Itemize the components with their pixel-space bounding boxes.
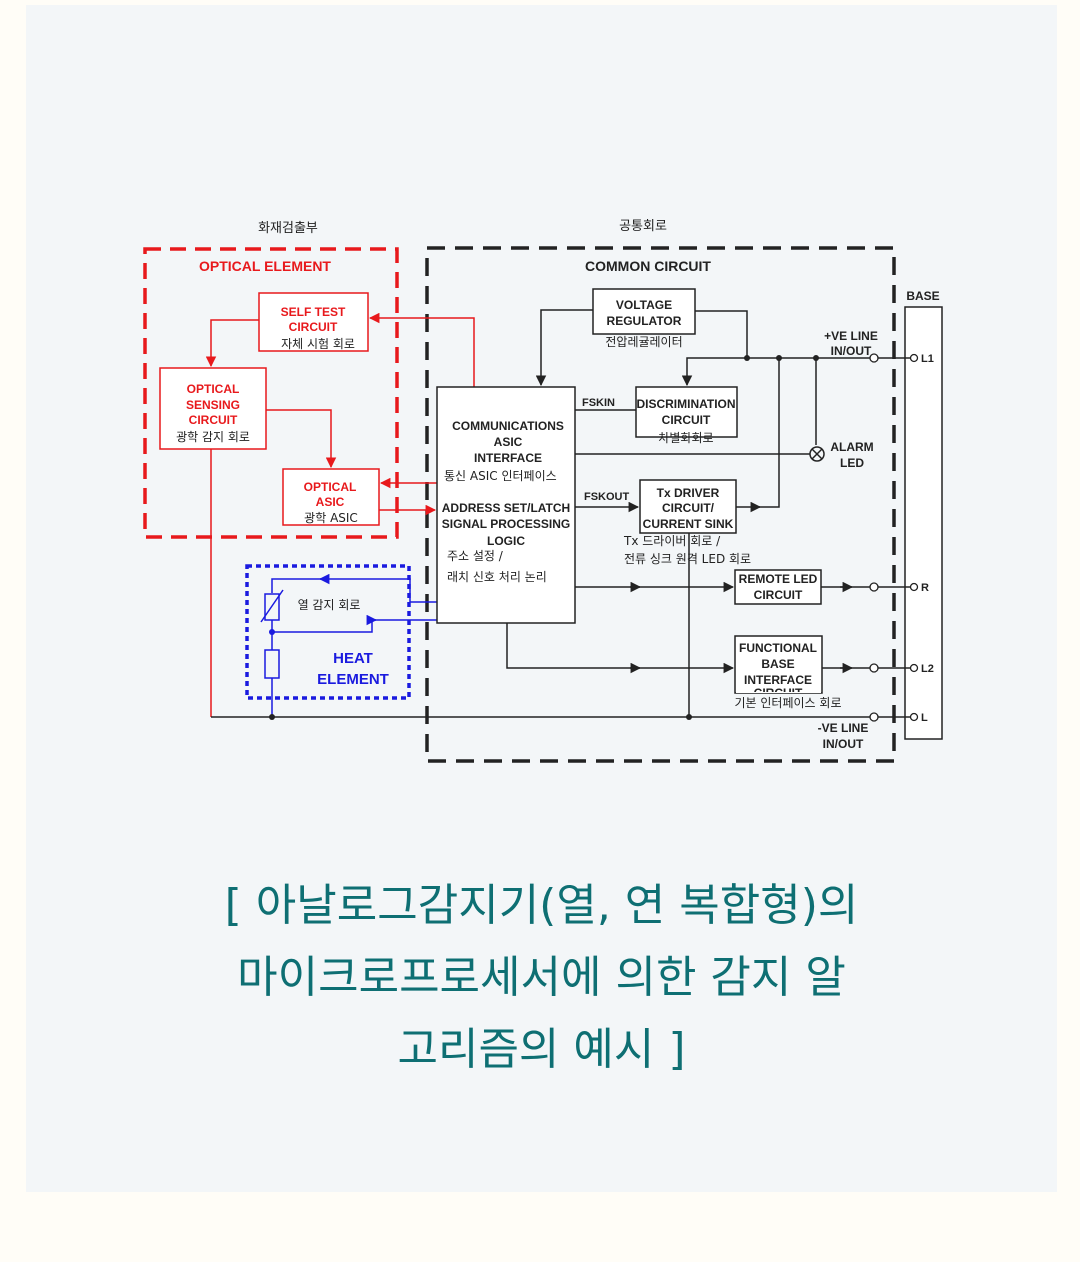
optical-asic-box: [282, 468, 380, 526]
detection-header: 화재검출부: [258, 221, 318, 236]
address-label-2: SIGNAL PROCESSING: [442, 517, 570, 531]
ve-minus-label-2: IN/OUT: [823, 737, 864, 751]
caption-line-3: 고리즘의 예시 ]: [397, 1024, 686, 1075]
comm-asic-label-3: INTERFACE: [474, 451, 542, 465]
ve-plus-label-2: IN/OUT: [831, 344, 872, 358]
heat-element-title-2: ELEMENT: [317, 671, 389, 688]
self-test-ko: 자체 시험 회로: [281, 337, 355, 351]
discrimination-box: [635, 386, 738, 438]
junction-dots: [269, 355, 819, 720]
discrimination-ko: 차별화회로: [658, 431, 713, 445]
common-circuit-region: [425, 246, 896, 763]
functional-ko: 기본 인터페이스 회로: [735, 696, 842, 710]
address-label-3: LOGIC: [487, 534, 525, 548]
terminal-r: R: [921, 582, 929, 594]
common-header: 공통회로: [619, 219, 667, 234]
functional-box: [734, 635, 823, 694]
self-test-label-2: CIRCUIT: [289, 320, 338, 334]
remote-led-label-1: REMOTE LED: [739, 572, 818, 586]
figure-caption: [ 아날로그감지기(열, 연 복합형)의 마이크로프로세서에 의한 감지 알 고…: [26, 870, 1057, 1086]
voltage-regulator-box: [592, 288, 696, 335]
optical-asic-label-1: OPTICAL: [304, 480, 357, 494]
remote-led-label-2: CIRCUIT: [754, 588, 803, 602]
terminal-wires: [878, 357, 910, 718]
self-test-label-1: SELF TEST: [281, 305, 346, 319]
terminal-circles: [869, 353, 919, 722]
discrimination-label-1: DISCRIMINATION: [636, 397, 735, 411]
ve-minus-label-1: -VE LINE: [818, 721, 869, 735]
functional-label-2: BASE: [761, 657, 794, 671]
optical-element-title: OPTICAL ELEMENT: [199, 258, 331, 274]
voltage-regulator-ko: 전압레귤레이터: [605, 335, 682, 349]
comm-asic-label-2: ASIC: [494, 435, 523, 449]
sensing-ko: 광학 감지 회로: [176, 430, 250, 444]
sensing-label-2: SENSING: [186, 398, 240, 412]
optical-asic-label-2: ASIC: [316, 495, 345, 509]
common-circuit-title: COMMON CIRCUIT: [585, 258, 711, 274]
functional-label-3: INTERFACE: [744, 673, 812, 687]
voltage-regulator-label-1: VOLTAGE: [616, 298, 672, 312]
common-connectors: [211, 309, 873, 718]
optical-asic-ko: 광학 ASIC: [304, 511, 358, 525]
discrimination-label-2: CIRCUIT: [662, 413, 711, 427]
fskout-label: FSKOUT: [584, 491, 630, 503]
base-title: BASE: [906, 289, 939, 303]
sensing-label-1: OPTICAL: [187, 382, 240, 396]
terminal-l2: L2: [921, 663, 934, 675]
address-ko-2: 래치 신호 처리 논리: [447, 570, 547, 584]
comm-asic-ko: 통신 ASIC 인터페이스: [444, 469, 557, 483]
heat-element-region: [245, 564, 411, 700]
caption-line-1: [ 아날로그감지기(열, 연 복합형)의: [224, 880, 859, 931]
heat-sensor-ko: 열 감지 회로: [298, 598, 361, 612]
address-ko-1: 주소 설정 /: [447, 549, 504, 563]
sensing-box: [159, 367, 267, 450]
voltage-regulator-label-2: REGULATOR: [607, 314, 682, 328]
tx-driver-label-1: Tx DRIVER: [657, 486, 720, 500]
self-test-box: [258, 292, 369, 352]
heat-element-title-1: HEAT: [333, 650, 373, 667]
terminal-l1: L1: [921, 353, 934, 365]
tx-driver-label-2: CIRCUIT/: [662, 501, 715, 515]
comm-asic-label-1: COMMUNICATIONS: [452, 419, 564, 433]
functional-label-1: FUNCTIONAL: [739, 641, 817, 655]
address-label-1: ADDRESS SET/LATCH: [442, 501, 570, 515]
tx-driver-ko-1: Tx 드라이버 회로 /: [623, 534, 721, 548]
caption-line-2: 마이크로프로세서에 의한 감지 알: [237, 952, 846, 1003]
ve-plus-label-1: +VE LINE: [824, 329, 878, 343]
terminal-l: L: [921, 712, 928, 724]
tx-driver-ko-2: 전류 싱크 원격 LED 회로: [624, 552, 751, 566]
tx-driver-box: [639, 479, 737, 534]
tx-driver-label-3: CURRENT SINK: [643, 517, 734, 531]
optical-element-region: [143, 247, 399, 539]
sensing-label-3: CIRCUIT: [189, 413, 238, 427]
alarm-led-label-2: LED: [840, 456, 864, 470]
heat-sensor-circuit: [260, 573, 437, 717]
fskin-label: FSKIN: [582, 397, 615, 409]
comm-asic-box: [436, 386, 576, 624]
alarm-led-label-1: ALARM: [830, 440, 873, 454]
remote-led-box: [734, 569, 822, 605]
alarm-led-icon: [809, 446, 825, 462]
optical-connectors: [205, 312, 475, 717]
